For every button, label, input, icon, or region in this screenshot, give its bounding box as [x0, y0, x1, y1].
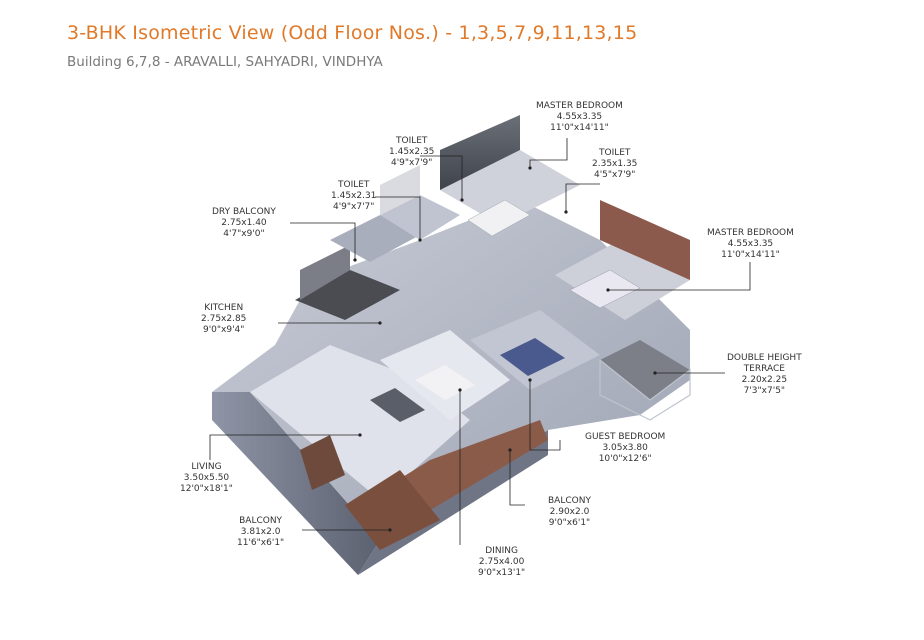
room-imperial: 11'6"x6'1" [237, 538, 285, 548]
room-imperial: 9'0"x6'1" [548, 518, 591, 528]
master-bedroom-2-wall [600, 200, 690, 280]
room-imperial: 4'9"x7'7" [332, 202, 375, 212]
room-imperial: 11'0"x14'11" [550, 123, 609, 133]
label-kitchen: KITCHEN 2.75x2.85 9'0"x9'4" [201, 303, 246, 336]
label-toilet-2: TOILET 2.35x1.35 4'5"x7'9" [592, 148, 637, 181]
room-metric: 1.45x2.31 [331, 191, 377, 201]
leader-dot [528, 378, 532, 382]
bed-2 [569, 269, 641, 309]
room-name: DOUBLE HEIGHT [727, 353, 802, 363]
dry-balcony-floor [330, 215, 420, 262]
room-name-2: TERRACE [743, 364, 785, 374]
master-bedroom-1-wall [440, 115, 520, 190]
room-name: TOILET [598, 148, 631, 158]
room-metric: 1.45x2.35 [389, 147, 435, 157]
room-metric: 2.75x2.85 [201, 314, 247, 324]
room-metric: 3.81x2.0 [240, 527, 281, 537]
label-living: LIVING 3.50x5.50 12'0"x18'1" [180, 462, 233, 495]
room-name: KITCHEN [204, 303, 244, 313]
leader-lines [209, 138, 751, 545]
room-metric: 2.90x2.0 [549, 507, 590, 517]
leader-dots [353, 166, 657, 532]
leader-guest-bedroom [529, 380, 561, 451]
page-subtitle: Building 6,7,8 - ARAVALLI, SAHYADRI, VIN… [67, 54, 383, 70]
room-imperial: 7'3"x7'5" [743, 386, 786, 396]
room-name: DRY BALCONY [212, 207, 276, 217]
leader-dot [606, 288, 610, 292]
leader-toilet-3 [375, 196, 421, 240]
room-name: MASTER BEDROOM [536, 101, 623, 111]
room-name: TOILET [395, 136, 428, 146]
room-metric: 3.50x5.50 [183, 473, 230, 483]
room-metric: 4.55x3.35 [727, 239, 774, 249]
leader-dot [353, 258, 357, 262]
label-dry-balcony: DRY BALCONY 2.75x1.40 4'7"x9'0" [212, 207, 276, 240]
bed [467, 199, 531, 237]
room-imperial: 12'0"x18'1" [180, 484, 233, 494]
room-imperial: 4'9"x7'9" [390, 158, 433, 168]
guest-bed [500, 338, 565, 376]
room-name: TOILET [337, 180, 370, 190]
label-balcony-2: BALCONY 3.81x2.0 11'6"x6'1" [237, 516, 284, 549]
room-metric: 4.55x3.35 [556, 112, 603, 122]
leader-dot [653, 371, 657, 375]
room-metric: 2.75x4.00 [478, 557, 525, 567]
label-master-bedroom-1: MASTER BEDROOM 4.55x3.35 11'0"x14'11" [536, 101, 623, 134]
leader-master-bedroom-1 [529, 138, 568, 168]
leader-living [209, 434, 360, 460]
room-imperial: 9'0"x9'4" [202, 325, 245, 335]
terrace-floor [600, 340, 690, 400]
room-imperial: 11'0"x14'11" [721, 250, 780, 260]
leader-master-bedroom-2 [608, 262, 751, 291]
room-metric: 2.20x2.25 [741, 375, 788, 385]
leader-toilet-1 [420, 155, 463, 200]
label-dining: DINING 2.75x4.00 9'0"x13'1" [478, 546, 525, 579]
label-guest-bedroom: GUEST BEDROOM 3.05x3.80 10'0"x12'6" [585, 432, 665, 465]
leader-toilet-2 [565, 183, 600, 212]
leader-dot [508, 448, 512, 452]
room-imperial: 4'7"x9'0" [223, 229, 265, 239]
kitchen-back-wall [300, 245, 350, 300]
tv-unit [300, 435, 345, 490]
room-name: BALCONY [239, 516, 283, 526]
room-imperial: 4'5"x7'9" [593, 170, 636, 180]
room-imperial: 10'0"x12'6" [598, 454, 652, 464]
room-metric: 3.05x3.80 [602, 443, 648, 453]
leader-balcony-1 [509, 450, 525, 506]
leader-dot [388, 528, 392, 532]
leader-dot [458, 388, 462, 392]
slab-edge [212, 392, 380, 575]
room-metric: 2.35x1.35 [592, 159, 638, 169]
room-metric: 2.75x1.40 [221, 218, 267, 228]
room-name: DINING [485, 546, 518, 556]
leader-dot [528, 166, 532, 170]
leader-dot [564, 210, 568, 214]
terrace-rail [599, 358, 691, 421]
label-toilet-3: TOILET 1.45x2.31 4'9"x7'7" [331, 180, 376, 213]
leader-dot [460, 198, 464, 202]
toilet-wall [380, 165, 420, 215]
label-balcony-1: BALCONY 2.90x2.0 9'0"x6'1" [548, 496, 591, 529]
sofa [370, 388, 425, 422]
room-name: LIVING [191, 462, 222, 472]
master-bedroom-1-floor [440, 150, 580, 225]
leader-dot [358, 433, 362, 437]
label-toilet-1: TOILET 1.45x2.35 4'9"x7'9" [389, 136, 434, 169]
leader-dot [418, 238, 422, 242]
leader-dot [378, 321, 382, 325]
kitchen-counter [295, 270, 400, 320]
room-name: BALCONY [548, 496, 591, 506]
leader-dry-balcony [290, 222, 356, 260]
room-name: MASTER BEDROOM [707, 228, 794, 238]
page-title: 3-BHK Isometric View (Odd Floor Nos.) - … [67, 22, 638, 44]
room-name: GUEST BEDROOM [585, 432, 666, 442]
label-double-height-terrace: DOUBLE HEIGHT TERRACE 2.20x2.25 7'3"x7'5… [727, 353, 802, 397]
label-master-bedroom-2: MASTER BEDROOM 4.55x3.35 11'0"x14'11" [707, 228, 794, 261]
room-imperial: 9'0"x13'1" [478, 568, 526, 578]
